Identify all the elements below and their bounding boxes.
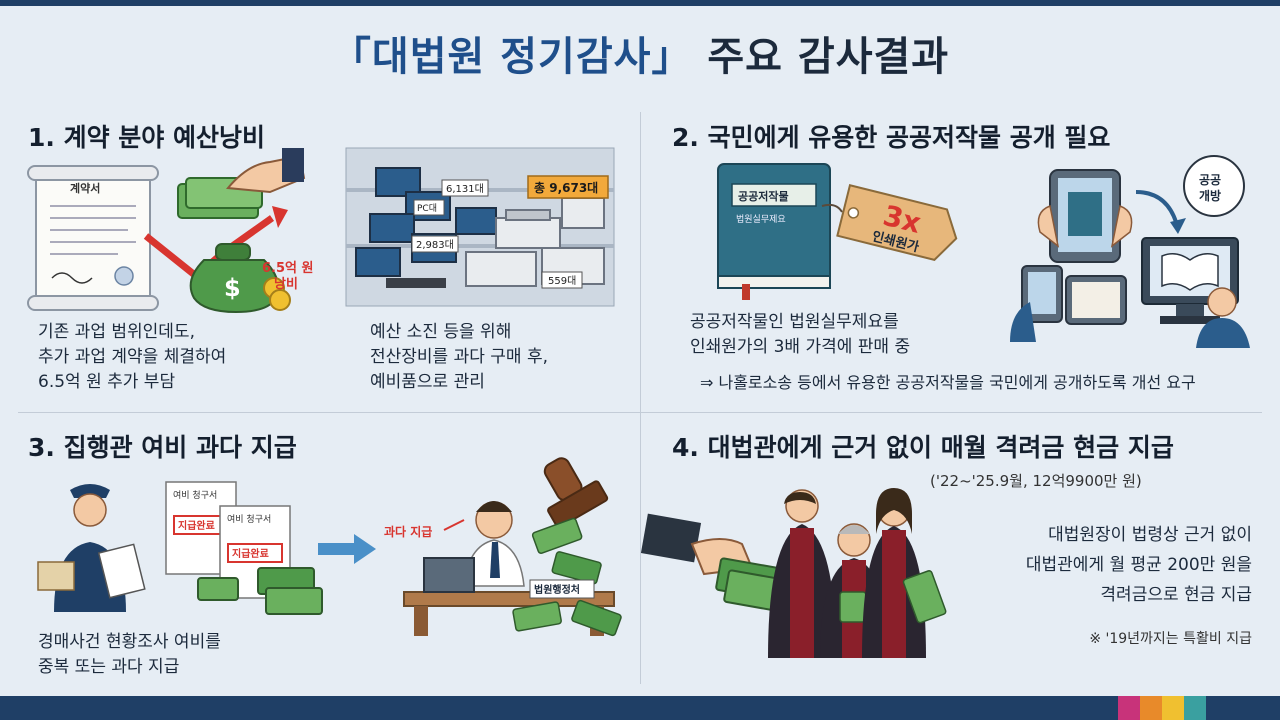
vertical-divider <box>640 112 641 684</box>
bailiff-travel-expense-illustration: 여비 청구서 지급완료 여비 청구서 지급완료 <box>37 481 323 615</box>
waste-amount-label: 6.5억 원 <box>262 261 313 276</box>
printer-stack-icon <box>465 197 605 287</box>
section-2-title: 2. 국민에게 유용한 공공저작물 공개 필요 <box>672 123 1111 152</box>
section-1-title: 1. 계약 분야 예산낭비 <box>28 123 266 152</box>
section-3-line: 경매사건 현황조사 여비를 <box>38 632 221 652</box>
title-bracket-close: 」 <box>651 34 693 80</box>
flying-money-icon <box>512 517 622 637</box>
clerk-person-icon <box>463 501 525 587</box>
section-4-line: 격려금으로 현금 지급 <box>1100 585 1252 605</box>
top-bar <box>0 0 1280 6</box>
monitor-book-icon <box>1141 237 1239 324</box>
section-3-line: 중복 또는 과다 지급 <box>38 657 180 677</box>
section-1-right-line: 예비품으로 관리 <box>370 372 485 392</box>
expense-doc-label: 여비 청구서 <box>173 489 217 501</box>
section-1-left-line: 6.5억 원 추가 부담 <box>38 372 176 392</box>
svg-text:$: $ <box>224 274 241 302</box>
section-1-right-text: 예산 소진 등을 위해 전산장비를 과다 구매 후, 예비품으로 관리 <box>370 320 548 395</box>
section-4-line: 대법관에게 월 평균 200만 원을 <box>1025 555 1252 575</box>
overpay-label: 과다 지급 <box>384 524 432 539</box>
tablet-book-icon <box>1010 265 1127 342</box>
section-1-left-line: 추가 과업 계약을 체결하여 <box>38 347 227 367</box>
section-2-improvement-request: ⇒ 나홀로소송 등에서 유용한 공공저작물을 국민에게 공개하도록 개선 요구 <box>700 373 1196 392</box>
horizontal-divider <box>18 412 1262 413</box>
pc-label: PC대 <box>417 203 437 214</box>
contract-document-icon: 계약서 <box>27 165 159 311</box>
color-strip <box>1140 696 1162 720</box>
tablet-hands-icon <box>1037 169 1133 263</box>
title-rest: 주요 감사결과 <box>692 34 950 80</box>
bubble-line-1: 공공 <box>1199 173 1221 187</box>
person-icon <box>1196 287 1250 348</box>
book-subtitle: 법원실무제요 <box>736 214 786 225</box>
flow-arrow-icon <box>318 534 376 564</box>
section-1-right-line: 예산 소진 등을 위해 <box>370 322 512 342</box>
section-3-title: 3. 집행관 여비 과다 지급 <box>28 433 297 462</box>
bailiff-officer-icon <box>37 484 146 612</box>
section-4-period: ('22~'25.9월, 12억9900만 원) <box>930 472 1142 490</box>
page-title: 「대법원 정기감사」 주요 감사결과 <box>0 24 1280 82</box>
count-b-label: 2,983대 <box>416 239 454 251</box>
expense-doc-label: 여비 청구서 <box>227 513 271 525</box>
section-4-line: 대법원장이 법령상 근거 없이 <box>1048 525 1252 545</box>
justices-cash-illustration <box>640 488 947 658</box>
color-strip <box>1162 696 1184 720</box>
section-3-text: 경매사건 현황조사 여비를 중복 또는 과다 지급 <box>38 630 221 680</box>
total-label: 총 9,673대 <box>534 180 598 195</box>
section-1-right-line: 전산장비를 과다 구매 후, <box>370 347 549 367</box>
cash-stack-icon <box>197 567 323 615</box>
section-2-line: 인쇄원가의 3배 가격에 판매 중 <box>690 337 911 357</box>
hand-money-icon <box>177 148 306 219</box>
bottom-bar <box>0 696 1280 720</box>
section-4-text: 대법원장이 법령상 근거 없이 대법관에게 월 평균 200만 원을 격려금으로… <box>972 520 1252 610</box>
paid-stamp-label: 지급완료 <box>178 519 215 532</box>
color-strip <box>1184 696 1206 720</box>
contract-money-illustration: 계약서 $ 6.5억 원 낭비 <box>27 148 313 314</box>
justice-robe-icon <box>862 488 947 658</box>
giant-stamp-icon <box>543 457 609 529</box>
title-highlight: 대법원 정기감사 <box>371 34 652 80</box>
justice-robe-icon <box>768 489 836 658</box>
public-open-bubble-icon <box>1183 155 1245 217</box>
section-2-text: 공공저작물인 법원실무제요를 인쇄원가의 3배 가격에 판매 중 <box>690 310 910 360</box>
expense-claim-documents-icon: 여비 청구서 지급완료 여비 청구서 지급완료 <box>165 481 291 599</box>
section-2-line: 공공저작물인 법원실무제요를 <box>690 312 899 332</box>
count-a-label: 6,131대 <box>446 183 484 195</box>
bubble-line-2: 개방 <box>1199 188 1221 203</box>
waste-label: 낭비 <box>274 276 298 292</box>
section-4-note: ※ '19년까지는 특활비 지급 <box>1089 631 1252 647</box>
paid-stamp-label: 지급완료 <box>232 547 269 560</box>
title-bracket-open: 「 <box>330 34 372 80</box>
computer-equipment-illustration: 6,131대 PC대 2,983대 559대 총 9,673대 <box>345 147 615 307</box>
section-1-left-line: 기존 과업 범위인데도, <box>38 322 195 342</box>
money-bag-icon: $ <box>189 243 291 314</box>
count-c-label: 559대 <box>548 275 576 287</box>
desk-nameplate: 법원행정처 <box>534 583 580 596</box>
color-strip <box>1118 696 1140 720</box>
contract-label: 계약서 <box>70 181 100 195</box>
section-1-left-text: 기존 과업 범위인데도, 추가 과업 계약을 체결하여 6.5억 원 추가 부담 <box>38 320 226 395</box>
price-tag-icon: 3x 인쇄원가 <box>836 184 958 261</box>
book-icon: 공공저작물 법원실무제요 <box>717 163 831 300</box>
book-price-tag-illustration: 공공저작물 법원실무제요 3x 인쇄원가 <box>717 163 958 300</box>
section-4-title: 4. 대법관에게 근거 없이 매월 격려금 현금 지급 <box>672 433 1174 462</box>
open-public-works-illustration: 공공 개방 <box>1010 155 1250 348</box>
book-title: 공공저작물 <box>738 189 789 203</box>
overpayment-office-illustration: 과다 지급 법원행정처 <box>384 457 622 637</box>
